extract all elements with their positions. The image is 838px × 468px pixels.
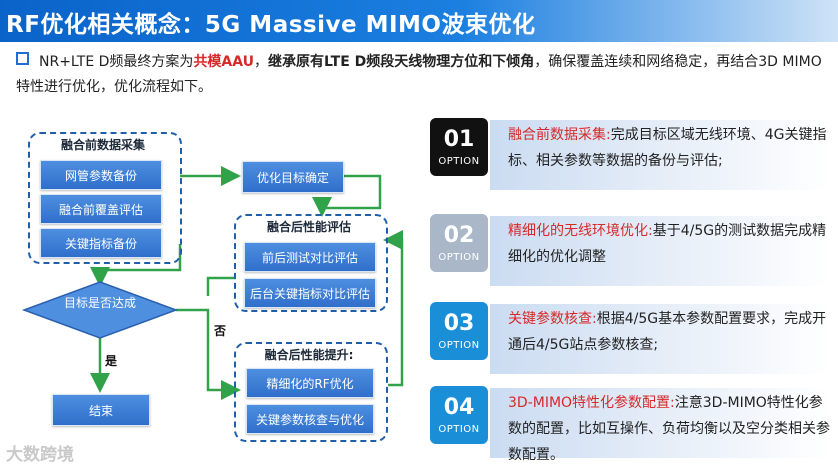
option3-text: 根据4/5G基本参数配置要求，完成开通后4/5G站点参数核查; [508, 311, 827, 353]
flow-step-rf-opt[interactable]: 精细化的RF优化 [246, 368, 374, 398]
option4-caption: OPTION [438, 423, 480, 435]
option3-badge: 03 OPTION [430, 302, 488, 360]
option1-badge: 01 OPTION [430, 118, 488, 176]
option2-desc: 精细化的无线环境优化:基于4/5G的测试数据完成精细化的优化调整 [508, 218, 833, 270]
intro-highlight-1: 共模AAU [193, 54, 255, 70]
intro-text-3: ，确保覆盖连续和网络稳定，再结合3D MIMO特性进行优化，优化流程如下。 [16, 54, 822, 95]
intro-text-1: NR+LTE D频最终方案为 [39, 54, 194, 70]
option4-number: 04 [443, 394, 475, 420]
flow-step-end[interactable]: 结束 [52, 394, 150, 426]
option4-key: 3D-MIMO特性化参数配置: [508, 395, 675, 411]
option4-desc: 3D-MIMO特性化参数配置:注意3D-MIMO特性化参数的配置，比如互操作、负… [508, 390, 833, 468]
flow-step-target[interactable]: 优化目标确定 [242, 161, 344, 193]
flow-step-param-check[interactable]: 关键参数核查与优化 [246, 404, 374, 434]
arrow-improve-to-eval [383, 230, 404, 387]
group-post-improve [234, 342, 388, 442]
option3-caption: OPTION [438, 339, 480, 351]
option2-number: 02 [443, 222, 475, 248]
option3-shadow [490, 304, 830, 374]
bullet-square-icon [16, 52, 29, 65]
option-row-4: 04 OPTION 3D-MIMO特性化参数配置:注意3D-MIMO特性化参数的… [430, 386, 830, 466]
group3-label: 融合后性能提升: [264, 348, 354, 362]
yes-label: 是 [105, 354, 118, 368]
option4-badge: 04 OPTION [430, 386, 488, 444]
option2-badge: 02 OPTION [430, 214, 488, 272]
option1-number: 01 [443, 126, 475, 152]
option-row-3: 03 OPTION 关键参数核查:根据4/5G基本参数配置要求，完成开通后4/5… [430, 302, 830, 382]
intro-text-2: ， [254, 54, 269, 70]
arrow-no-to-improve [176, 308, 241, 400]
group-post-eval [234, 214, 388, 312]
flow-step-kpi-backup[interactable]: 关键指标备份 [40, 228, 162, 258]
option4-shadow [490, 388, 830, 458]
option2-key: 精细化的无线环境优化: [508, 223, 653, 239]
option4-text: 注意3D-MIMO特性化参数的配置，比如互操作、负荷均衡以及空分类相关参数配置。 [508, 395, 830, 463]
no-label: 否 [214, 324, 227, 338]
option2-shadow [490, 216, 830, 286]
option1-desc: 融合前数据采集:完成目标区域无线环境、4G关键指标、相关参数等数据的备份与评估; [508, 122, 833, 174]
option2-text: 基于4/5G的测试数据完成精细化的优化调整 [508, 223, 827, 265]
line-eval-to-decision [206, 276, 236, 296]
group-pre-collection [28, 132, 182, 264]
page-title: RF优化相关概念：5G Massive MIMO波束优化 [6, 12, 536, 38]
flow-step-compare-kpi[interactable]: 后台关键指标对比评估 [244, 278, 376, 308]
flow-step-nms-backup[interactable]: 网管参数备份 [40, 160, 162, 190]
watermark-logo: 大数跨境 [6, 445, 74, 465]
option3-number: 03 [443, 310, 475, 336]
flow-step-pre-coverage[interactable]: 融合前覆盖评估 [40, 194, 162, 224]
decision-label: 目标是否达成 [63, 296, 136, 310]
option1-key: 融合前数据采集: [508, 127, 611, 143]
line-target-to-eval [322, 174, 382, 210]
option3-desc: 关键参数核查:根据4/5G基本参数配置要求，完成开通后4/5G站点参数核查; [508, 306, 833, 358]
group1-label: 融合前数据采集 [60, 138, 145, 152]
option2-caption: OPTION [438, 251, 480, 263]
option3-key: 关键参数核查: [508, 311, 597, 327]
intro-highlight-2: 继承原有LTE D频段天线物理方位和下倾角 [268, 54, 535, 70]
option1-text: 完成目标区域无线环境、4G关键指标、相关参数等数据的备份与评估; [508, 127, 827, 169]
option-row-1: 01 OPTION 融合前数据采集:完成目标区域无线环境、4G关键指标、相关参数… [430, 118, 830, 198]
group2-label: 融合后性能评估 [266, 220, 351, 234]
option-row-2: 02 OPTION 精细化的无线环境优化:基于4/5G的测试数据完成精细化的优化… [430, 214, 830, 294]
option1-caption: OPTION [438, 155, 480, 167]
intro-paragraph: NR+LTE D频最终方案为共模AAU，继承原有LTE D频段天线物理方位和下倾… [16, 50, 831, 100]
flow-step-compare-test[interactable]: 前后测试对比评估 [244, 242, 376, 272]
decision-diamond [21, 281, 179, 339]
title-bar: RF优化相关概念：5G Massive MIMO波束优化 [0, 0, 838, 42]
option1-shadow [490, 120, 830, 190]
